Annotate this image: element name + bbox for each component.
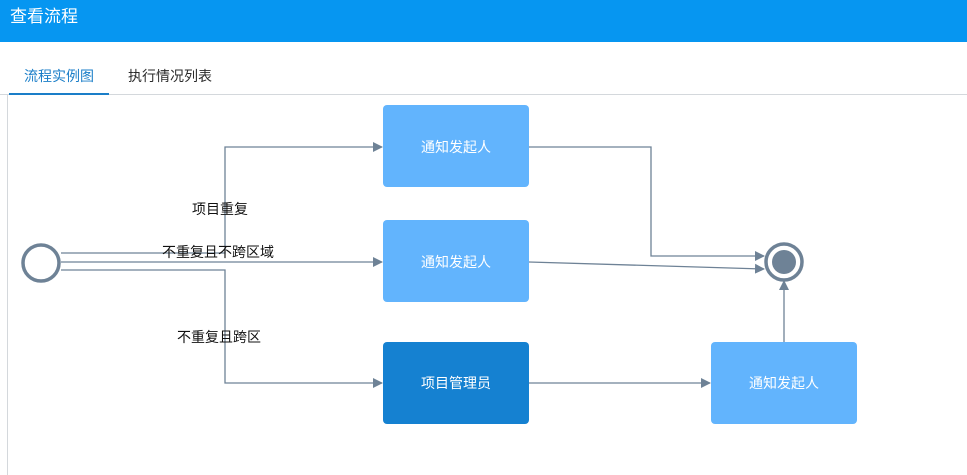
end-event[interactable]	[764, 242, 804, 282]
tab-execution-list[interactable]: 执行情况列表	[128, 69, 212, 85]
edge-label-not-repeat-cross: 不重复且跨区	[177, 329, 261, 346]
edge-notify-middle-to-end	[528, 261, 765, 274]
task-project-manager[interactable]: 项目管理员	[383, 342, 529, 424]
start-event[interactable]	[21, 243, 61, 283]
title-bar: 查看流程	[0, 0, 967, 42]
tab-bar: 流程实例图 执行情况列表	[0, 58, 967, 95]
edge-label-repeat: 项目重复	[192, 201, 248, 218]
edge-start-to-notify-top	[61, 142, 383, 254]
edge-label-not-repeat-not-cross: 不重复且不跨区域	[162, 244, 274, 261]
edge-start-to-project-manager	[61, 269, 383, 388]
task-notify-initiator-bottom[interactable]: 通知发起人	[711, 342, 857, 424]
task-label: 通知发起人	[421, 254, 491, 271]
task-notify-initiator-top[interactable]: 通知发起人	[383, 105, 529, 187]
window-title: 查看流程	[10, 7, 78, 27]
tab-process-diagram[interactable]: 流程实例图	[9, 66, 109, 95]
task-label: 项目管理员	[421, 376, 491, 392]
task-label: 通知发起人	[749, 375, 819, 392]
edge-notify-top-to-end	[529, 146, 765, 261]
task-label: 通知发起人	[421, 139, 491, 156]
process-diagram: 项目重复 不重复且不跨区域 不重复且跨区 通知发起人 通知发起人 项目管理员 通…	[21, 105, 857, 424]
diagram-canvas: 项目重复 不重复且不跨区域 不重复且跨区 通知发起人 通知发起人 项目管理员 通…	[7, 94, 967, 475]
task-notify-initiator-middle[interactable]: 通知发起人	[383, 220, 529, 302]
